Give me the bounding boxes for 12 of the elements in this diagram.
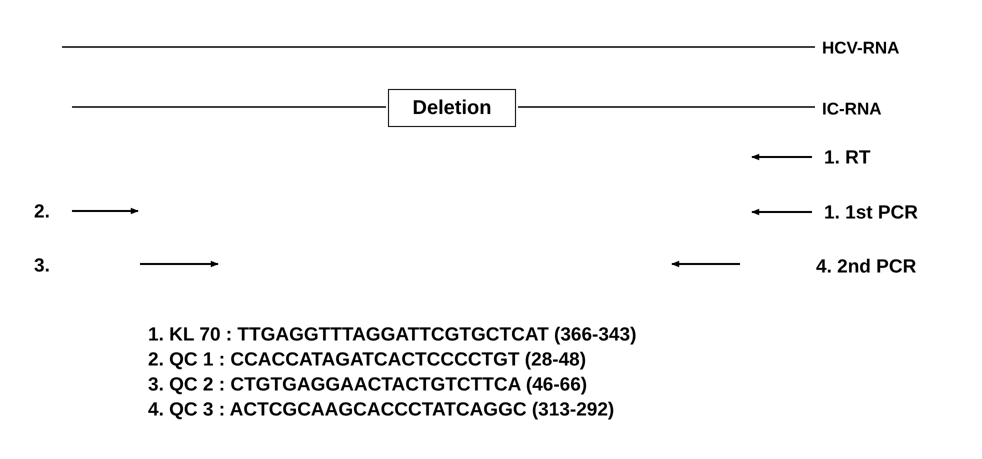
primer-sequence: 1. KL 70 : TTGAGGTTTAGGATTCGTGCTCAT (366-343) — [148, 326, 636, 344]
deletion-box: Deletion — [388, 89, 516, 127]
primer-label: 4. 2nd PCR — [816, 258, 916, 276]
primer-sequence: 3. QC 2 : CTGTGAGGAACTACTGTCTTCA (46-66) — [148, 376, 588, 394]
primer-number: 2. — [34, 202, 50, 222]
primer-number: 3. — [34, 256, 50, 276]
primer-label: 1. RT — [824, 148, 870, 168]
primer-label: 1. 1st PCR — [824, 204, 918, 222]
primer-sequence: 4. QC 3 : ACTCGCAAGCACCCTATCAGGC (313-292) — [148, 400, 614, 420]
strand-label: HCV-RNA — [822, 40, 900, 56]
primer-sequence: 2. QC 1 : CCACCATAGATCACTCCCCTGT (28-48) — [148, 350, 586, 370]
strand-label: IC-RNA — [822, 100, 882, 118]
